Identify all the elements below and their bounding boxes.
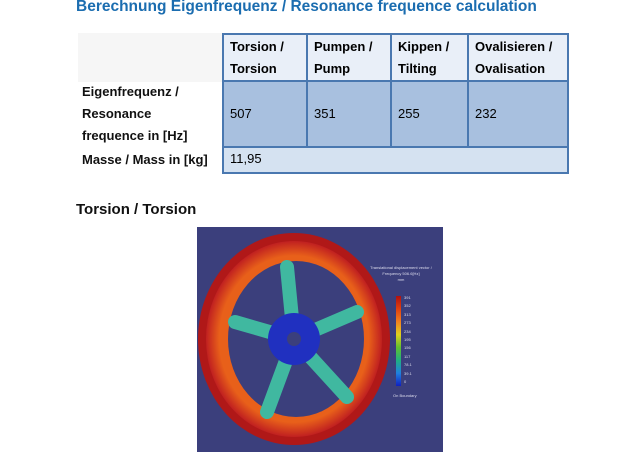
table-corner (78, 33, 222, 82)
header-torsion: Torsion /Torsion (222, 33, 308, 82)
resonance-table: Torsion /Torsion Pumpen /Pump Kippen /Ti… (76, 33, 569, 174)
color-legend: Translational displacement vector / Freq… (365, 265, 437, 283)
mass-value: 11,95 (222, 146, 569, 174)
header-pump: Pumpen /Pump (306, 33, 392, 82)
legend-footer: On Boundary (393, 393, 417, 398)
legend-unit: mm (397, 277, 405, 282)
wheel-render (198, 233, 390, 445)
header-row: Torsion /Torsion Pumpen /Pump Kippen /Ti… (76, 33, 569, 82)
legend-subtitle: Frequency 506.6[Hz] (382, 271, 420, 276)
mass-label: Masse / Mass in [kg] (82, 152, 208, 167)
page-title: Berechnung Eigenfrequenz / Resonance fre… (76, 0, 537, 15)
freq-torsion: 507 (222, 80, 308, 148)
header-tilting: Kippen /Tilting (390, 33, 469, 82)
mass-row: Masse / Mass in [kg] 11,95 (76, 146, 569, 174)
center-bore (287, 332, 301, 346)
header-ovalisation: Ovalisieren /Ovalisation (467, 33, 569, 82)
fem-simulation-image: Translational displacement vector / Freq… (197, 227, 443, 452)
freq-ovalisation: 232 (467, 80, 569, 148)
freq-pump: 351 (306, 80, 392, 148)
legend-title: Translational displacement vector / (370, 265, 432, 270)
legend-color-bar (396, 296, 401, 386)
section-heading: Torsion / Torsion (76, 201, 197, 218)
freq-tilting: 255 (390, 80, 469, 148)
empty-cell (76, 34, 223, 81)
